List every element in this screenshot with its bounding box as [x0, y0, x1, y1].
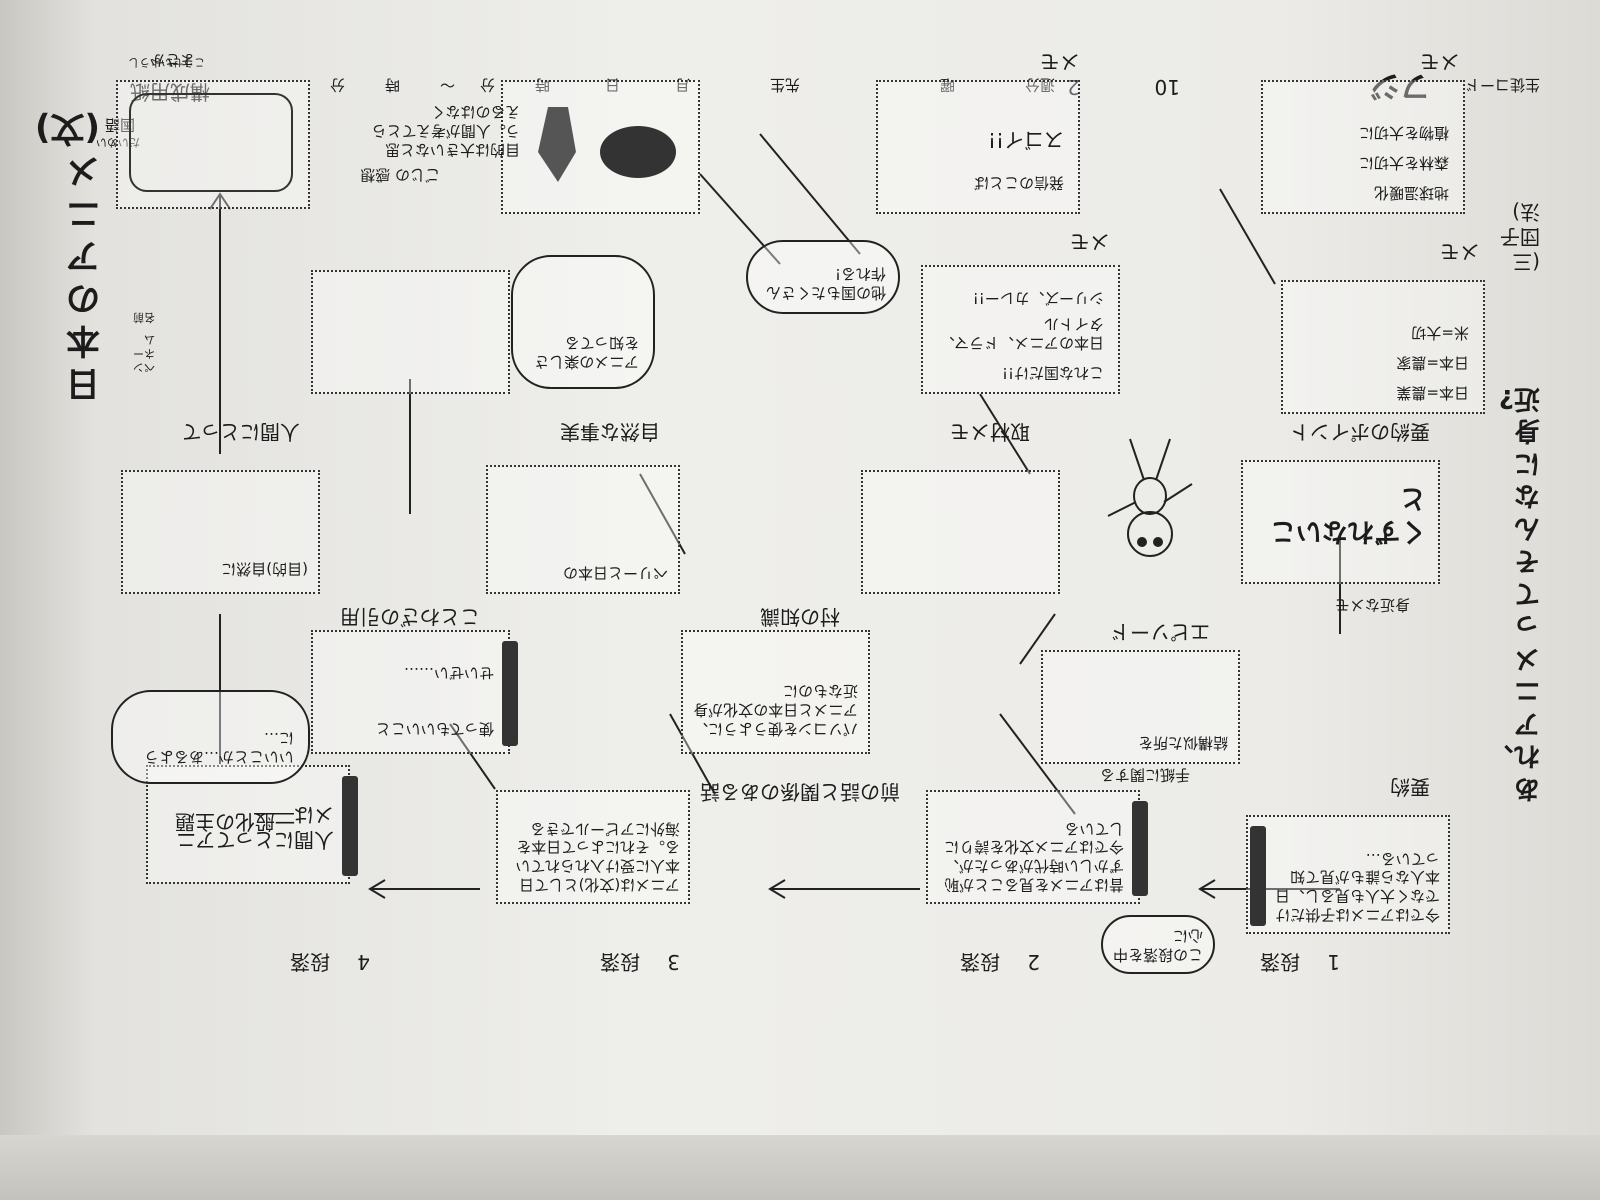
- paragraph-1-number: 1: [1327, 950, 1340, 974]
- paragraph-3-box: アニメは(文化)として日本人に受け入れられている。それによって日本を海外にアピー…: [496, 790, 690, 904]
- chishiki-box: パソコンを使うように、アニメと日本の文化が身近なものに: [681, 630, 870, 754]
- ningen-label: 人間にとって: [181, 420, 300, 444]
- memo-1-box: 日本=農業 日本=農家 米=大切: [1281, 280, 1485, 414]
- kotowaza-marker: [502, 641, 518, 746]
- chishiki-label: 村の知識: [760, 605, 840, 629]
- paragraph-4-marker: [342, 776, 358, 876]
- yoyaku-point-label: 要約のポイント: [1290, 420, 1430, 444]
- bubble-label: ごじの 感想: [360, 166, 440, 184]
- paragraph-3-text: アニメは(文化)として日本人に受け入れられている。それによって日本を海外にアピー…: [515, 819, 680, 894]
- stick-figure-doodle: [1107, 438, 1193, 557]
- worksheet-photo: 構成用紙 こうせいようし 国語 だいめい 10 2 週分 曜 先生 月 日 時 …: [34, 50, 1540, 974]
- memo-bubble: 他の国もたくさん作れる!: [746, 240, 900, 314]
- yoyaku-box: くずれないこと: [1241, 460, 1440, 584]
- table-surface: [0, 1135, 1600, 1200]
- student-code-label: 生徒コード: [1464, 76, 1540, 94]
- taiken-note-label: エピソード: [1110, 620, 1210, 644]
- memo-4-box: 発信のことば スゴイ!!: [876, 80, 1080, 214]
- paragraph-3-number: 3: [667, 950, 680, 974]
- memo-2-box: これな国だけ!! 日本のアニメ、ドラマ、タイトル シリーズ、カレー!!: [921, 265, 1120, 394]
- date-min2-label: 分: [329, 76, 345, 94]
- date-tilde: 〜: [439, 76, 455, 94]
- illustration-box: [501, 80, 700, 214]
- paragraph-1-text: 今ではアニメは子供だけでなく大人も見るし、日本人なら誰もが見て知っている…: [1274, 849, 1440, 924]
- taiken-box: 結構似た所を: [1041, 650, 1240, 764]
- paragraph-1-bubble: この段落を中心に: [1101, 915, 1215, 974]
- empty-box: [311, 270, 510, 394]
- paragraph-3-label: 段落: [600, 950, 640, 974]
- paragraph-2-text: 昔はアニメを見ることが恥ずかしい時代があったが、今ではアニメ文化を誇りにしている: [944, 819, 1124, 894]
- theme-title: 日本のアニメ(文): [34, 108, 100, 403]
- final-inner-frame: [129, 93, 293, 192]
- hitobito-cloud: いいことか…あるように…: [111, 690, 310, 784]
- connector-lines: [209, 133, 1341, 899]
- paragraph-4-label: 段落: [290, 950, 330, 974]
- paragraph-2-label: 段落: [960, 950, 1000, 974]
- mokuteki-box: (目的)自然に: [121, 470, 320, 594]
- jijitsu-label: 自然な事実: [560, 420, 660, 444]
- date-hour2-label: 時: [384, 76, 400, 94]
- yoyaku-note: 身近なメモ: [1334, 596, 1410, 614]
- memo-2-label: メモ: [1070, 230, 1110, 254]
- month-value: 10: [1154, 75, 1180, 99]
- memo-4-label: メモ: [1040, 50, 1080, 74]
- theme-author-label: ペンネーム: [133, 333, 155, 375]
- final-label: まさか: [149, 51, 195, 69]
- memo-1-label: メモ: [1440, 240, 1480, 264]
- hitobito-label: 一般化の主題: [175, 810, 295, 834]
- paragraph-1-label: 段落: [1260, 950, 1300, 974]
- paragraph-2-marker: [1132, 801, 1148, 896]
- kotowaza-label: ことわざの引用: [340, 605, 480, 629]
- date-min-label: 分: [479, 76, 495, 94]
- seeds-illustration: [538, 107, 676, 182]
- theme-note: (三団子法): [1500, 200, 1540, 274]
- shuzai-sub-label: 前の話と関係のある話: [700, 780, 900, 804]
- teacher-label: 先生: [769, 76, 800, 94]
- paragraph-2-number: 2: [1027, 950, 1040, 974]
- paragraph-4-number: 4: [357, 950, 370, 974]
- gimon-cloud: アニメの楽しさを知ってる: [511, 255, 655, 389]
- yoyaku-label: 要約: [1390, 775, 1430, 799]
- shuzai-label: 取材メモ: [950, 420, 1030, 444]
- theme-question: あれ、アニメってそんなに身近?: [1487, 383, 1540, 803]
- nihon-box: ペリーと日本の: [486, 465, 680, 594]
- paragraph-2-box: 昔はアニメを見ることが恥ずかしい時代があったが、今ではアニメ文化を誇りにしている: [926, 790, 1148, 904]
- theme-author-sub: 名前: [133, 311, 155, 324]
- final-box: [116, 80, 310, 209]
- paragraph-1-marker: [1250, 826, 1266, 926]
- shuzai-box: [861, 470, 1060, 594]
- memo-3-box: 地球温暖化 森林を大切に 植物を大切に: [1261, 80, 1465, 214]
- mokuteki-long: 目的は大きいなと思う。人間が考えてとらえるのはなく: [371, 103, 520, 160]
- worksheet-paper: 構成用紙 こうせいようし 国語 だいめい 10 2 週分 曜 先生 月 日 時 …: [34, 50, 1540, 974]
- tegaki-label: 手紙に関する: [1099, 766, 1190, 784]
- memo-3-label: メモ: [1420, 50, 1460, 74]
- kotowaza-box: 使ってもいいこと せいぜい……: [311, 630, 518, 754]
- paragraph-1-box: 今ではアニメは子供だけでなく大人も見るし、日本人なら誰もが見て知っている…: [1246, 815, 1450, 934]
